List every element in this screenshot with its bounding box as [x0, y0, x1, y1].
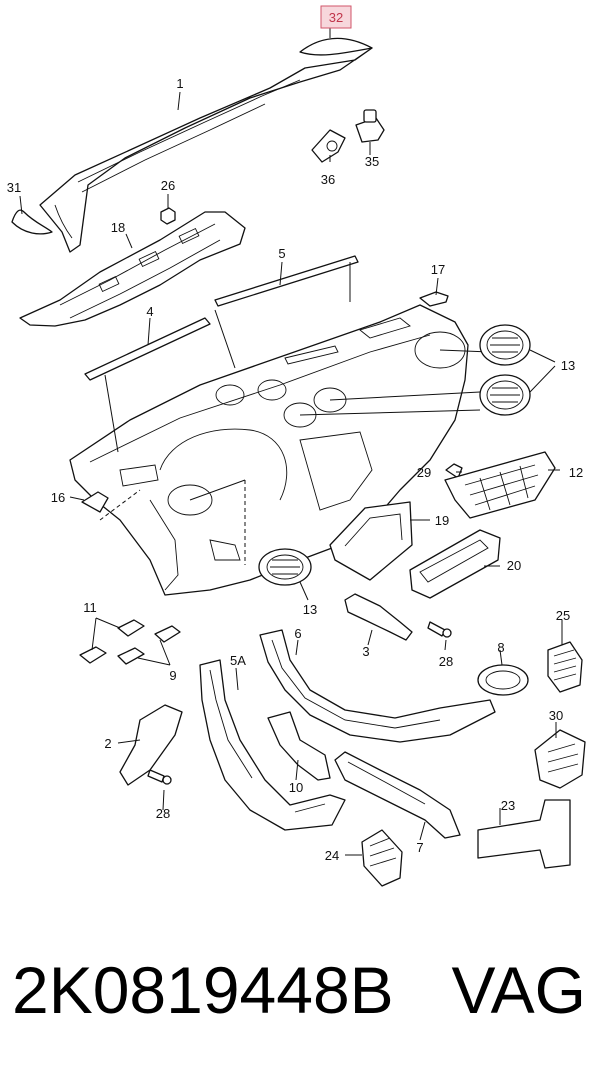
- callout-3: 3: [362, 644, 369, 659]
- footer: 2K0819448B VAG: [0, 945, 600, 1035]
- callout-26: 26: [161, 178, 175, 193]
- part-16-cap[interactable]: [81, 491, 109, 513]
- part-1-plenum-cover[interactable]: [39, 47, 373, 253]
- part-20-console-frame[interactable]: [409, 529, 501, 599]
- callout-5: 5: [278, 246, 285, 261]
- callout-35: 35: [365, 154, 379, 169]
- callout-labels: 32 1 31 26 18 4 5 17 36 35 13 16 12 29 1…: [7, 5, 583, 863]
- callout-36: 36: [321, 172, 335, 187]
- exploded-parts-diagram: 32 1 31 26 18 4 5 17 36 35 13 16 12 29 1…: [7, 5, 586, 887]
- part-17-clip[interactable]: [419, 291, 449, 307]
- callout-9: 9: [169, 668, 176, 683]
- part-26-nut[interactable]: [160, 207, 176, 225]
- callout-6: 6: [294, 626, 301, 641]
- callout-4: 4: [146, 304, 153, 319]
- part-13-vent-upper[interactable]: [479, 324, 531, 366]
- callout-11: 11: [83, 600, 97, 615]
- part-9-clips[interactable]: [117, 625, 181, 665]
- callout-32-highlight[interactable]: 32: [320, 5, 352, 29]
- part-13-vent-bottom[interactable]: [258, 548, 312, 586]
- part-12-vent-grille[interactable]: [444, 451, 556, 519]
- part-3-bracket[interactable]: [344, 593, 413, 641]
- part-8-grommet[interactable]: [477, 664, 529, 696]
- callout-32: 32: [329, 10, 343, 25]
- callout-10: 10: [289, 780, 303, 795]
- part-28-screw-lower[interactable]: [147, 769, 172, 785]
- callout-28-upper: 28: [439, 654, 453, 669]
- callout-7: 7: [416, 840, 423, 855]
- callout-30: 30: [549, 708, 563, 723]
- part-25-vent[interactable]: [547, 641, 583, 693]
- part-28-screw-upper[interactable]: [427, 621, 452, 638]
- callout-25: 25: [556, 608, 570, 623]
- part-5a-air-duct[interactable]: [199, 659, 346, 831]
- callout-20: 20: [507, 558, 521, 573]
- part-18-upper-panel[interactable]: [19, 211, 246, 327]
- part-35-sensor[interactable]: [355, 109, 385, 143]
- callout-31: 31: [7, 180, 21, 195]
- part-24-vent[interactable]: [361, 829, 403, 887]
- part-11-clips[interactable]: [79, 619, 145, 664]
- callout-18: 18: [111, 220, 125, 235]
- callout-1: 1: [176, 76, 183, 91]
- callout-12: 12: [569, 465, 583, 480]
- part-13-vent-lower[interactable]: [479, 374, 531, 416]
- callout-2: 2: [104, 736, 111, 751]
- part-7-duct[interactable]: [334, 751, 461, 839]
- part-30-vent[interactable]: [534, 729, 586, 789]
- part-32-cover[interactable]: [299, 37, 373, 56]
- part-10-duct[interactable]: [267, 711, 331, 781]
- part-19-storage-tray[interactable]: [329, 501, 413, 581]
- callout-13-top: 13: [561, 358, 575, 373]
- callout-5a: 5A: [230, 653, 246, 668]
- part-number: 2K0819448B: [12, 953, 394, 1027]
- callout-19: 19: [435, 513, 449, 528]
- callout-29: 29: [417, 465, 431, 480]
- part-5-trim-strip[interactable]: [214, 255, 359, 307]
- part-29-clip[interactable]: [445, 463, 463, 479]
- dashboard-main-body[interactable]: [69, 304, 469, 596]
- callout-16: 16: [51, 490, 65, 505]
- callout-8: 8: [497, 640, 504, 655]
- part-4-trim-strip[interactable]: [84, 317, 211, 381]
- part-36-bracket[interactable]: [311, 129, 346, 163]
- part-2-bracket[interactable]: [119, 704, 183, 786]
- callout-24: 24: [325, 848, 339, 863]
- callout-28-lower: 28: [156, 806, 170, 821]
- part-6-air-duct[interactable]: [259, 629, 496, 743]
- part-23-duct[interactable]: [477, 799, 571, 869]
- callout-leaders: [19, 22, 563, 856]
- brand-name: VAG: [451, 953, 586, 1027]
- part-31-seal[interactable]: [11, 209, 53, 235]
- callout-17: 17: [431, 262, 445, 277]
- callout-23: 23: [501, 798, 515, 813]
- callout-13-bottom: 13: [303, 602, 317, 617]
